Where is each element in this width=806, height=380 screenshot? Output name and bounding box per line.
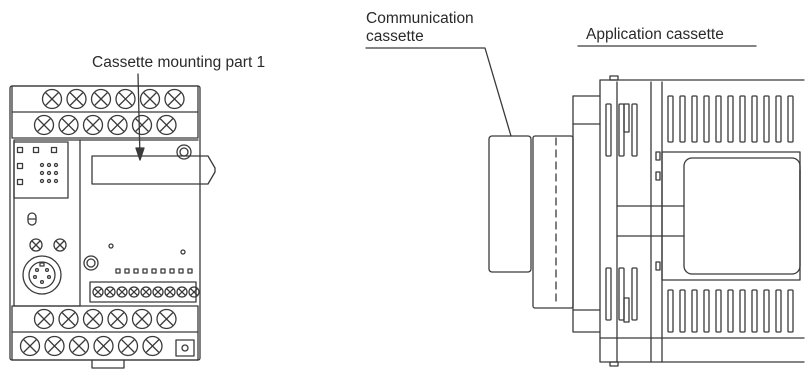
terminal-screw-icon (19, 335, 41, 357)
communication-cassette-label-line2: cassette (366, 28, 424, 45)
led-icon (133, 268, 139, 274)
terminal-screw-icon (152, 286, 164, 298)
connector-icon (22, 255, 62, 295)
application-cassette (532, 135, 574, 309)
terminal-screw-icon (107, 114, 128, 136)
terminal-screw-icon (140, 286, 152, 298)
top-terminal-block (11, 85, 199, 139)
led-icon (124, 268, 130, 274)
terminal-screw-icon (66, 88, 87, 110)
front-housing (9, 85, 201, 361)
terminal-screw-icon (131, 114, 153, 136)
screw-icon (176, 144, 192, 160)
terminal-screw-icon (82, 308, 104, 330)
side-label-panel (661, 151, 801, 281)
terminal-screw-icon (92, 286, 104, 298)
terminal-screw-icon (93, 335, 114, 357)
indicator-block (13, 141, 69, 199)
led-icon (151, 268, 157, 274)
mounting-leader-line (137, 73, 141, 159)
terminal-screw-icon (116, 286, 128, 298)
side-view (365, 45, 805, 367)
cassette-mounting-part-label: Cassette mounting part 1 (92, 54, 266, 71)
front-view (9, 73, 216, 369)
terminal-screw-icon (156, 114, 177, 136)
led-icon (169, 268, 175, 274)
trimmer-icon (29, 238, 43, 252)
terminal-screw-icon (142, 335, 163, 357)
led-icon (160, 268, 166, 274)
terminal-screw-icon (164, 286, 176, 298)
terminal-screw-icon (139, 88, 161, 110)
terminal-screw-icon (58, 308, 79, 330)
terminal-screw-icon (188, 286, 200, 298)
led-icon (178, 268, 184, 274)
communication-cassette (488, 135, 532, 273)
terminal-screw-icon (131, 308, 153, 330)
communication-cassette-label-line1: Communication (366, 10, 474, 27)
terminal-screw-icon (104, 286, 116, 298)
terminal-screw-icon (44, 335, 65, 357)
terminal-screw-icon (33, 114, 55, 136)
led-icon (115, 268, 121, 274)
terminal-screw-icon (58, 114, 79, 136)
terminal-screw-icon (115, 88, 136, 110)
terminal-screw-icon (164, 88, 185, 110)
application-cassette-label: Application cassette (586, 26, 724, 43)
terminal-screw-icon (41, 88, 63, 110)
din-clip (91, 359, 125, 369)
left-panel (13, 139, 81, 307)
terminal-screw-icon (176, 286, 188, 298)
bottom-terminal-block (11, 305, 199, 361)
terminal-screw-icon (33, 308, 55, 330)
led-icon (187, 268, 193, 274)
terminal-screw-icon (117, 335, 139, 357)
terminal-screw-icon (156, 308, 177, 330)
io-terminal-strip (89, 281, 197, 303)
cassette-slot (91, 155, 216, 185)
terminal-screw-icon (90, 88, 112, 110)
terminal-screw-icon (82, 114, 104, 136)
cassette-mounting-area (79, 139, 216, 303)
led-icon (142, 268, 148, 274)
terminal-screw-icon (107, 308, 128, 330)
comm-leader-line (365, 47, 512, 137)
mounting-arrowhead (135, 147, 145, 161)
terminal-screw-icon (128, 286, 140, 298)
terminal-screw-icon (68, 335, 90, 357)
